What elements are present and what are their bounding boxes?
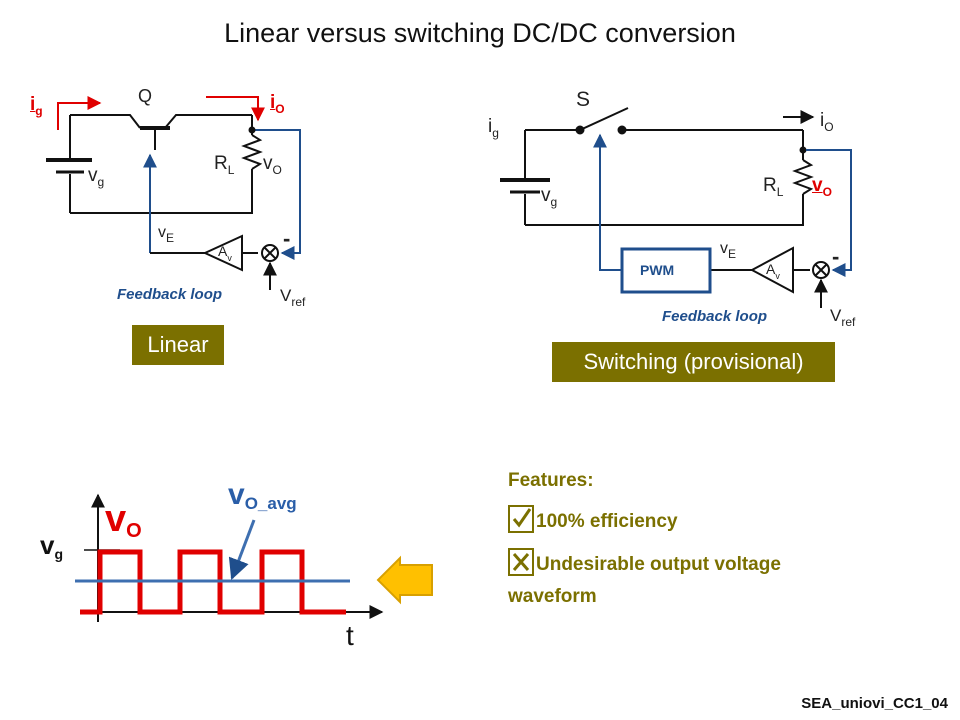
switching-circuit [500, 107, 852, 308]
linear-amplifier [202, 234, 243, 272]
switching-amplifier [749, 246, 794, 294]
checkbox-checked-icon [508, 505, 534, 533]
time-axis-label: t [346, 620, 354, 651]
linear-ig-label: ig [30, 94, 43, 118]
linear-feedback-label: Feedback loop [117, 286, 223, 303]
footer-label: SEA_uniovi_CC1_04 [801, 695, 948, 712]
switch-s-label: S [576, 88, 591, 111]
resistor-rl-switching [792, 159, 814, 195]
switching-feedback-label: Feedback loop [662, 308, 768, 325]
linear-minus-label: - [283, 226, 291, 251]
wave-vo-label: vO [105, 498, 142, 542]
switching-av-label: Av [766, 261, 780, 281]
wave-vg-label: vg [40, 530, 64, 562]
checkbox-x-icon [508, 548, 534, 576]
linear-ve-label: vE [158, 224, 175, 245]
switching-ig-label: ig [488, 116, 499, 140]
linear-vo-label: vO [263, 153, 282, 177]
features-heading: Features: [508, 470, 594, 491]
switching-ve-label: vE [720, 240, 737, 261]
switching-vref-label: Vref [830, 306, 856, 329]
vo-square-wave [80, 549, 346, 615]
slide-title: Linear versus switching DC/DC conversion [224, 18, 736, 48]
feature-efficiency: 100% efficiency [508, 505, 678, 533]
linear-circuit [46, 96, 301, 290]
resistor-rl [241, 134, 263, 170]
feature-waveform: Undesirable output voltage waveform [508, 548, 818, 613]
switching-minus-label: - [832, 244, 840, 269]
switching-vg-label: vg [541, 185, 558, 209]
linear-vref-label: Vref [280, 286, 306, 309]
switch-s [579, 107, 629, 131]
linear-vg-label: vg [88, 165, 105, 189]
waveform-plot [75, 493, 433, 622]
linear-av-label: Av [218, 243, 232, 263]
linear-q-label: Q [138, 86, 153, 106]
pwm-label: PWM [640, 262, 675, 278]
vo-avg-label: vO_avg [228, 478, 297, 513]
switching-rl-label: RL [763, 175, 784, 199]
yellow-pointer-arrow [376, 555, 433, 605]
switching-vo-label: vO [812, 175, 832, 199]
linear-io-label: iO [270, 92, 285, 116]
switching-io-label: iO [820, 110, 834, 134]
linear-rl-label: RL [214, 153, 235, 177]
switching-box: Switching (provisional) [552, 342, 835, 382]
linear-box: Linear [132, 325, 224, 365]
